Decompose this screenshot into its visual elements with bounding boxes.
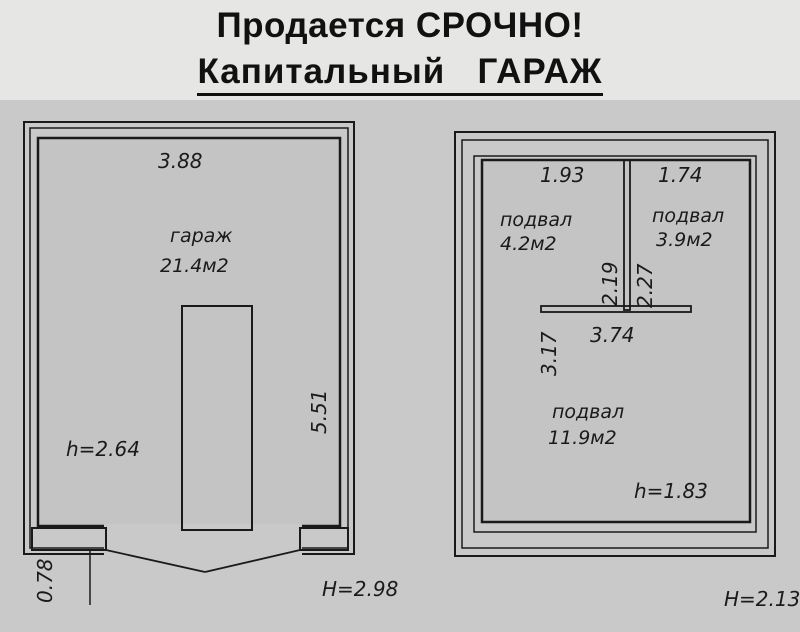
basement-inner-wall (473, 155, 757, 533)
garage-left-gate-post (31, 527, 107, 551)
garage-length-label: 5.51 (307, 389, 331, 434)
basement-room1-depth-label: 2.19 (598, 261, 622, 306)
garage-wall-thickness-label: 0.78 (33, 558, 57, 603)
garage-room-area: 21.4м2 (160, 255, 229, 277)
basement-middle-wall (461, 139, 769, 549)
basement-room1-name: подвал (500, 209, 572, 231)
basement-room2-depth-label: 2.27 (633, 263, 657, 308)
floor-plans-drawing: 3.88 гараж 21.4м2 5.51 h=2.64 0.78 H=2.9… (23, 121, 800, 611)
basement-horizontal-partition (540, 305, 692, 313)
basement-room3-name: подвал (552, 401, 624, 423)
basement-plan: 1.93 подвал 4.2м2 2.19 1.74 подвал 3.9м2… (454, 131, 800, 611)
basement-vertical-partition (623, 159, 631, 311)
garage-gate-leaf-left (105, 549, 206, 573)
listing-title: Продается СРОЧНО! (216, 6, 584, 45)
floor-plans-area: 3.88 гараж 21.4м2 5.51 h=2.64 0.78 H=2.9… (0, 100, 800, 632)
garage-inspection-pit (181, 305, 253, 531)
basement-inner-height-label: h=1.83 (634, 479, 708, 503)
basement-room3-depth-label: 3.17 (537, 331, 561, 376)
garage-gate-leaf-right (204, 549, 301, 573)
basement-outer-height-label: H=2.13 (724, 587, 800, 611)
basement-room1-width-label: 1.93 (540, 163, 585, 187)
listing-subtitle-text: Капитальный ГАРАЖ (197, 52, 603, 96)
basement-room3-width-label: 3.74 (590, 323, 635, 347)
basement-outer-wall (454, 131, 776, 557)
basement-room3-area: 11.9м2 (548, 427, 617, 449)
garage-width-label: 3.88 (158, 149, 203, 173)
garage-inner-wall (36, 136, 342, 528)
basement-room2-area: 3.9м2 (656, 229, 713, 251)
garage-outer-height-label: H=2.98 (322, 577, 398, 601)
basement-room2-name: подвал (652, 205, 724, 227)
garage-right-gate-post (299, 527, 349, 551)
basement-room1-area: 4.2м2 (500, 233, 557, 255)
listing-subtitle: Капитальный ГАРАЖ (0, 52, 800, 96)
garage-room-name: гараж (170, 225, 232, 247)
garage-inner-height-label: h=2.64 (66, 437, 140, 461)
garage-plan: 3.88 гараж 21.4м2 5.51 h=2.64 0.78 H=2.9… (23, 121, 398, 605)
basement-room-area (480, 158, 752, 524)
garage-gate-gap (104, 524, 302, 556)
basement-room2-width-label: 1.74 (658, 163, 703, 187)
paper-header-background (0, 0, 800, 106)
